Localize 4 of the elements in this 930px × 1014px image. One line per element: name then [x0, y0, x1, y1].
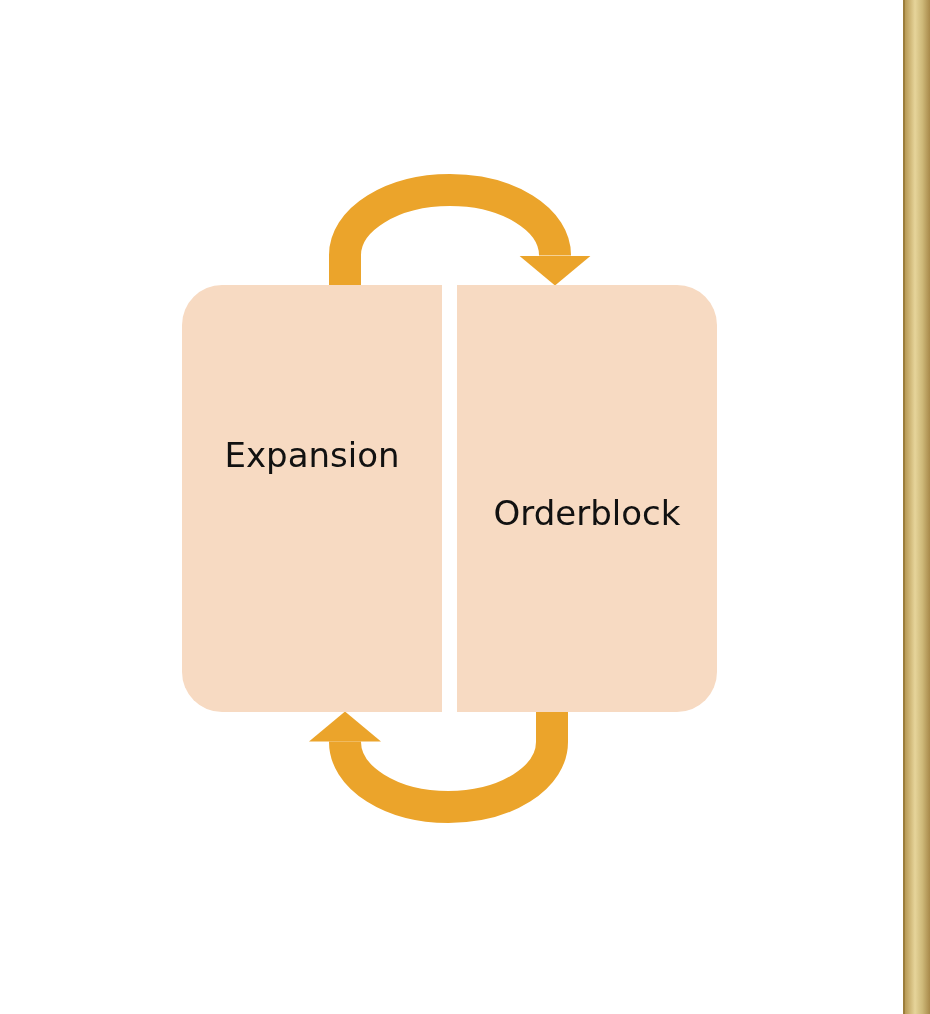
box-label: Orderblock [492, 493, 682, 533]
box-label: Expansion [223, 435, 401, 475]
process-box [182, 285, 442, 712]
process-box [457, 285, 717, 712]
